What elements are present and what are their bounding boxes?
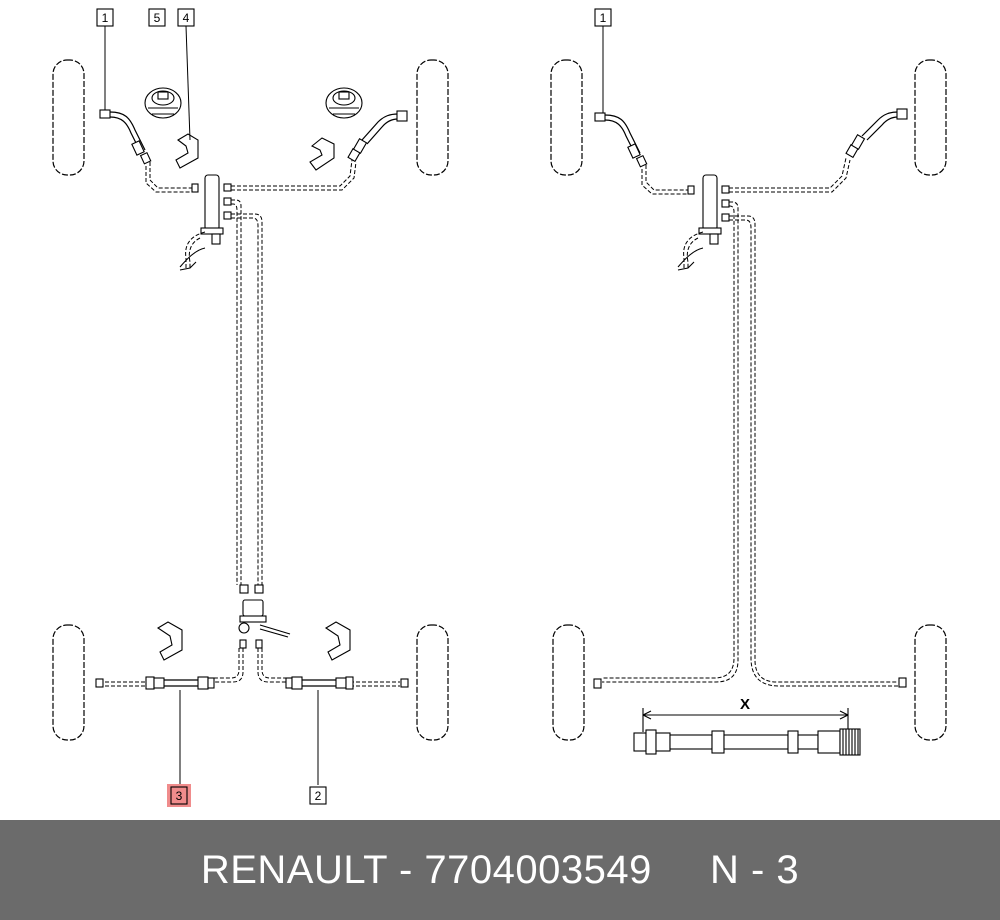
left-diagram: 1 5 4 3 2 bbox=[52, 8, 449, 807]
bracket-rear-left bbox=[156, 621, 183, 661]
wheel-front-left-b bbox=[550, 59, 583, 176]
brand-name: RENAULT bbox=[200, 847, 388, 892]
pipe-rear-left bbox=[212, 648, 244, 683]
rear-left-hose bbox=[145, 676, 215, 690]
callout-1-right: 1 bbox=[594, 8, 612, 27]
master-cylinder bbox=[179, 174, 232, 271]
diagram-reference: N - 3 bbox=[709, 847, 800, 892]
brake-pipe-diagram: .tyre { fill: none; stroke: #000; stroke… bbox=[52, 8, 947, 807]
wheel-rear-left bbox=[52, 624, 85, 741]
spacer bbox=[652, 848, 710, 892]
wheel-front-right-b bbox=[914, 59, 947, 176]
pipe-front-right bbox=[231, 159, 353, 187]
wheel-rear-right-b bbox=[914, 624, 947, 741]
wheel-rear-left-b bbox=[552, 624, 585, 741]
wheel-front-right bbox=[416, 59, 449, 176]
front-right-hose-b bbox=[845, 108, 908, 159]
callout-3-highlighted: 3 bbox=[167, 784, 191, 807]
right-diagram: X 1 bbox=[550, 8, 947, 756]
rear-compensator bbox=[238, 584, 291, 649]
callout-label: 4 bbox=[183, 11, 190, 25]
clip-5-front-left bbox=[144, 87, 182, 119]
wheel-front-left bbox=[52, 59, 85, 176]
dimension-label: X bbox=[740, 696, 750, 713]
master-cylinder-b bbox=[677, 174, 730, 271]
front-right-hose bbox=[347, 110, 408, 163]
callout-label: 1 bbox=[102, 11, 109, 25]
rear-right-hose bbox=[285, 676, 354, 690]
callout-5: 5 bbox=[148, 8, 166, 27]
wheel-rear-right bbox=[416, 624, 449, 741]
bracket-rear-right bbox=[324, 621, 351, 661]
part-number: 7704003549 bbox=[424, 847, 652, 892]
footer-caption: RENAULT - 7704003549 N - 3 bbox=[201, 848, 799, 893]
front-left-hose-b bbox=[594, 112, 648, 168]
callout-1-left: 1 bbox=[96, 8, 114, 27]
callout-2: 2 bbox=[309, 786, 327, 805]
callout-label: 3 bbox=[176, 789, 183, 803]
pipe-rear-right bbox=[257, 648, 288, 683]
clip-front-right bbox=[325, 87, 363, 119]
hose-detail: X bbox=[633, 696, 861, 756]
bracket-front-right bbox=[309, 137, 335, 171]
bracket-4-front-left bbox=[175, 133, 199, 169]
front-left-hose bbox=[99, 109, 152, 165]
callout-label: 1 bbox=[600, 11, 607, 25]
footer-bar: RENAULT - 7704003549 N - 3 bbox=[0, 820, 1000, 920]
callout-4: 4 bbox=[177, 8, 195, 27]
callout-label: 5 bbox=[154, 11, 161, 25]
main-pipe-rear bbox=[231, 199, 242, 585]
separator: - bbox=[387, 847, 425, 892]
pipe-front-left bbox=[149, 162, 192, 189]
callout-label: 2 bbox=[315, 789, 322, 803]
